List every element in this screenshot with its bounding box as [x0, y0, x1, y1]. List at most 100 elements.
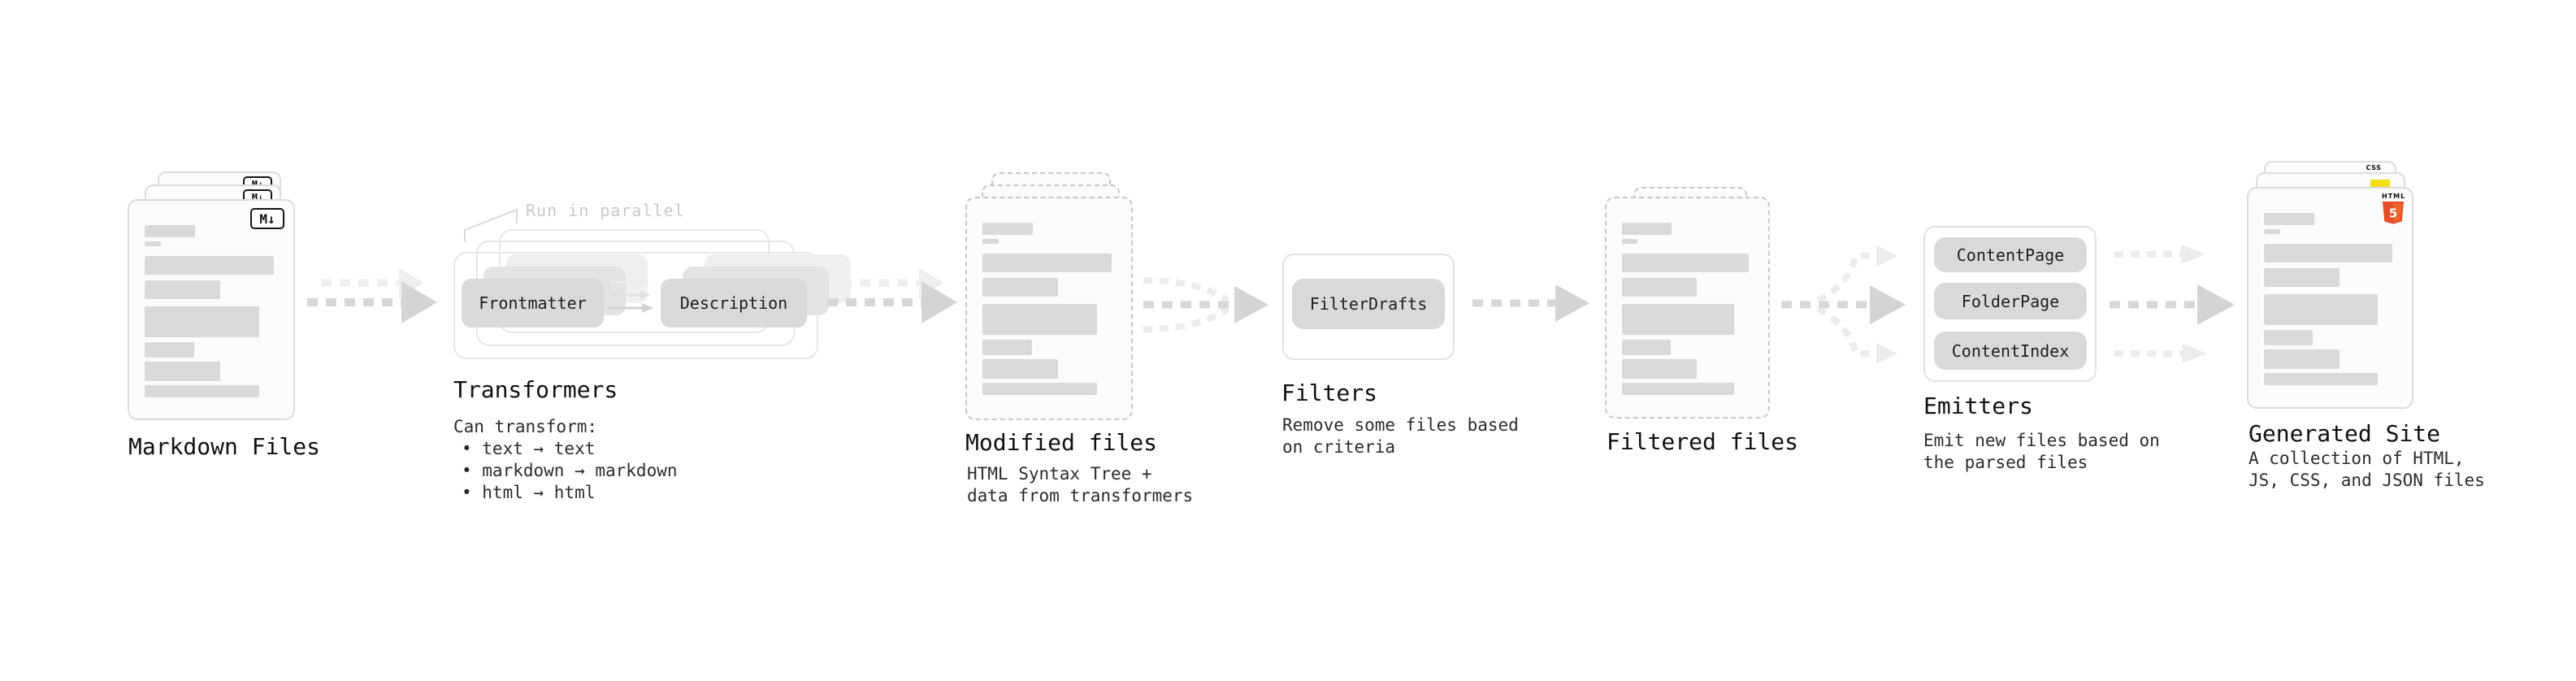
filter-box-label: FilterDrafts — [1309, 294, 1428, 314]
description-bullet: • html → html — [462, 483, 596, 502]
css-badge-text: CSS — [2366, 164, 2382, 171]
placeholder-bar — [145, 342, 194, 358]
arrow-filters-to-filtered-icon — [1472, 284, 1589, 322]
emitter-box-folderpage: FolderPage — [1934, 283, 2087, 319]
description-line: data from transformers — [967, 486, 1194, 505]
section-description: Emit new files based on the parsed files — [1923, 430, 2160, 474]
placeholder-bar — [2264, 229, 2280, 234]
description-bullet: • text → text — [462, 439, 596, 458]
dashed-arrow — [1472, 284, 1589, 322]
placeholder-bar — [2264, 349, 2340, 369]
file-card — [965, 197, 1133, 420]
split-branch-top — [1816, 245, 1897, 304]
placeholder-bar — [145, 362, 221, 381]
section-label-generated-site: Generated Site — [2249, 420, 2441, 447]
section-label-filtered-files: Filtered files — [1607, 428, 1799, 455]
section-label-transformers: Transformers — [453, 376, 618, 403]
section-description: Can transform: • text → text • markdown … — [453, 416, 678, 504]
placeholder-bar — [1622, 383, 1735, 395]
description-line: JS, CSS, and JSON files — [2249, 471, 2485, 490]
file-content-placeholder — [982, 223, 1116, 395]
file-card — [1605, 197, 1770, 419]
description-line: A collection of HTML, — [2249, 449, 2465, 468]
dashed-arrow — [1143, 286, 1268, 323]
dashed-arrow — [827, 281, 957, 323]
description-line: Emit new files based on — [1923, 431, 2160, 450]
placeholder-bar — [982, 254, 1112, 272]
section-label-markdown-files: Markdown Files — [128, 433, 321, 460]
placeholder-bar — [2264, 268, 2340, 287]
placeholder-bar — [145, 385, 260, 397]
transformer-box-description: Description — [661, 279, 807, 327]
placeholder-bar — [982, 359, 1059, 379]
annotation-leader-line — [464, 208, 518, 242]
placeholder-bar — [1622, 223, 1672, 235]
placeholder-bar — [982, 340, 1032, 355]
emitter-box-label: ContentPage — [1956, 245, 2065, 265]
emitter-box-contentpage: ContentPage — [1934, 237, 2087, 272]
arrow-modified-to-filters-icon — [1143, 277, 1268, 332]
file-content-placeholder — [1622, 223, 1753, 395]
placeholder-bar — [1622, 278, 1697, 297]
placeholder-bar — [2264, 373, 2379, 385]
transformer-flow-arrows-icon — [608, 278, 653, 313]
file-card: M↓ — [128, 199, 295, 420]
placeholder-bar — [982, 383, 1098, 395]
file-content-placeholder — [2264, 213, 2396, 385]
placeholder-bar — [1622, 340, 1671, 355]
section-label-modified-files: Modified files — [965, 429, 1158, 456]
split-branch-bottom — [1816, 306, 1897, 364]
markdown-badge-text: M↓ — [259, 210, 275, 227]
placeholder-bar — [1622, 359, 1697, 379]
small-arrow — [611, 278, 650, 286]
transformer-box-frontmatter: Frontmatter — [462, 279, 604, 327]
placeholder-bar — [982, 223, 1034, 235]
placeholder-bar — [145, 225, 196, 237]
file-card: HTML 5 — [2247, 187, 2413, 409]
section-label-emitters: Emitters — [1923, 393, 2033, 419]
small-arrow — [608, 303, 653, 313]
placeholder-bar — [145, 280, 221, 299]
html5-shield: 5 — [2383, 202, 2404, 224]
arrow-markdown-to-transformers-icon — [307, 267, 437, 323]
section-description: Remove some files based on criteria — [1282, 414, 1519, 458]
run-in-parallel-annotation: Run in parallel — [526, 201, 685, 220]
placeholder-bar — [2264, 294, 2379, 325]
svg-text:5: 5 — [2389, 206, 2397, 221]
placeholder-bar — [1622, 254, 1750, 272]
description-line: HTML Syntax Tree + — [967, 464, 1152, 484]
placeholder-bar — [145, 256, 275, 275]
placeholder-bar — [145, 241, 161, 246]
placeholder-bar — [982, 304, 1098, 335]
placeholder-bar — [982, 239, 999, 244]
placeholder-bar — [1622, 304, 1735, 335]
placeholder-bar — [982, 278, 1059, 297]
arrow-filtered-to-emitters-icon — [1781, 245, 1906, 364]
description-line: the parsed files — [1923, 453, 2088, 472]
parallel-arrow-top — [2114, 245, 2205, 264]
placeholder-bar — [1622, 239, 1638, 244]
placeholder-bar — [145, 306, 260, 337]
description-bullet: • markdown → markdown — [462, 461, 678, 480]
filter-box-filterdrafts: FilterDrafts — [1292, 279, 1445, 329]
placeholder-bar — [2264, 330, 2314, 345]
file-content-placeholder — [145, 225, 278, 397]
merge-branch-bottom — [1143, 306, 1230, 332]
description-line: on criteria — [1282, 437, 1396, 457]
parallel-arrow-bottom — [2114, 344, 2207, 363]
arrow-transformers-to-modified-icon — [827, 267, 957, 323]
section-description: A collection of HTML, JS, CSS, and JSON … — [2249, 448, 2485, 492]
small-arrow — [611, 291, 650, 299]
merge-branch-top — [1143, 277, 1230, 304]
transformer-box-label: Frontmatter — [479, 293, 587, 313]
placeholder-bar — [2264, 244, 2393, 262]
dashed-arrow — [1781, 285, 1906, 324]
emitter-box-label: FolderPage — [1961, 291, 2060, 311]
emitter-box-contentindex: ContentIndex — [1934, 332, 2087, 370]
emitter-box-label: ContentIndex — [1951, 340, 2070, 361]
dashed-arrow — [2110, 284, 2235, 325]
placeholder-bar — [2264, 213, 2314, 225]
arrow-emitters-to-site-icon — [2110, 245, 2235, 363]
html5-badge-text: HTML — [2382, 193, 2406, 200]
